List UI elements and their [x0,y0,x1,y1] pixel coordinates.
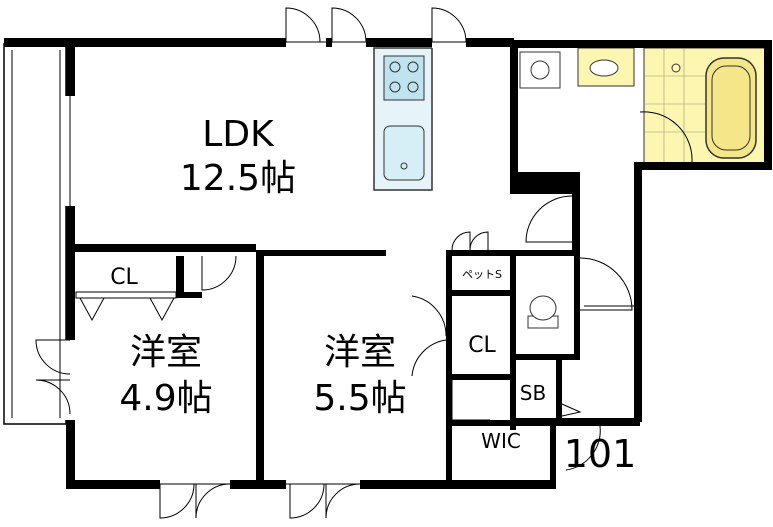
faucet-icon [671,63,681,73]
stove-icon [383,55,425,101]
kitchen-counter [373,47,433,191]
balcony [3,43,67,425]
closet-doors [75,291,177,322]
western1-room-name: 洋室 [130,332,202,373]
sink-icon [383,125,425,181]
door-swings [35,7,693,519]
western2-room-name: 洋室 [324,332,396,373]
washer-space [519,51,561,89]
closet1-label: CL [110,265,138,290]
western1-room-size: 4.9帖 [119,378,212,419]
closet2-label: CL [468,333,496,358]
toilet-icon [527,295,559,329]
ldk-room-size: 12.5帖 [180,158,296,199]
sb-label: SB [520,381,546,405]
unit-number: 101 [564,432,637,476]
ldk-room-name: LDK [202,114,275,155]
western2-room-size: 5.5帖 [313,378,406,419]
bathtub [705,57,757,159]
pet-storage-label: ペットS [462,268,502,281]
wic-label: WIC [481,429,521,453]
bathroom-tiles [644,48,705,166]
